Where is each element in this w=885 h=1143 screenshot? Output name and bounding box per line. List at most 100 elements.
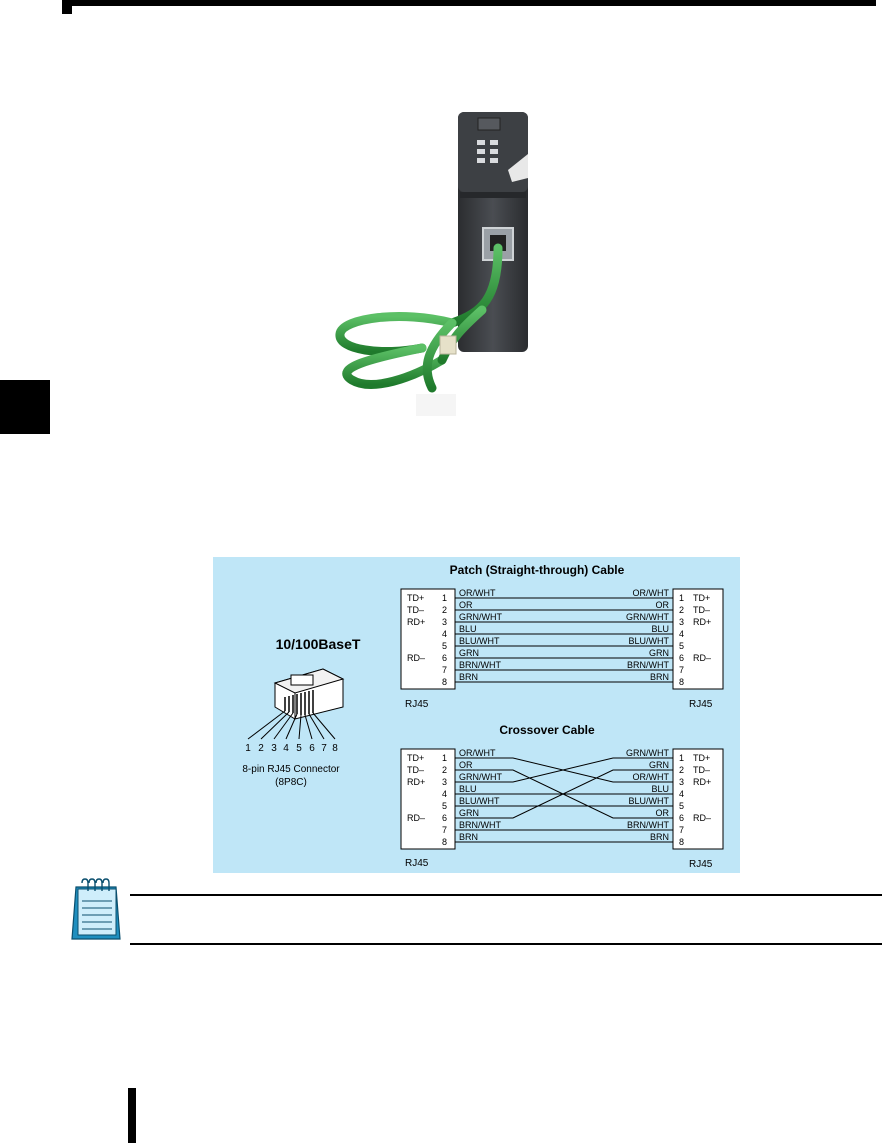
left-wire-label: BLU bbox=[459, 784, 477, 794]
right-signal-label: RD– bbox=[693, 653, 711, 663]
crossover-cable-title: Crossover Cable bbox=[499, 723, 595, 737]
right-pin-number: 2 bbox=[679, 605, 684, 615]
left-wire-label: BRN bbox=[459, 672, 478, 682]
left-signal-label: TD– bbox=[407, 605, 424, 615]
connector-pin-label: 5 bbox=[296, 743, 302, 754]
connector-pin-leads bbox=[247, 710, 336, 740]
crossover-right-rj45-label: RJ45 bbox=[689, 859, 713, 870]
left-pin-number: 5 bbox=[442, 641, 447, 651]
right-wire-label: OR bbox=[656, 808, 670, 818]
left-pin-number: 5 bbox=[442, 801, 447, 811]
right-signal-label: RD+ bbox=[693, 777, 711, 787]
left-signal-label: RD– bbox=[407, 653, 425, 663]
right-wire-label: GRN/WHT bbox=[626, 612, 669, 622]
right-wire-label: OR bbox=[656, 600, 670, 610]
module-with-cable-photo bbox=[335, 112, 528, 416]
left-pin-number: 6 bbox=[442, 653, 447, 663]
connector-pin-label: 7 bbox=[321, 743, 327, 754]
right-wire-label: BLU bbox=[651, 784, 669, 794]
right-signal-label: TD+ bbox=[693, 753, 710, 763]
left-pin-number: 7 bbox=[442, 825, 447, 835]
connector-pin-label: 1 bbox=[245, 743, 251, 754]
left-pin-number: 1 bbox=[442, 753, 447, 763]
right-wire-label: BRN bbox=[650, 832, 669, 842]
connector-caption: 8-pin RJ45 Connector bbox=[242, 764, 340, 775]
header-rule bbox=[62, 0, 876, 6]
crossover-left-rj45-label: RJ45 bbox=[405, 858, 429, 869]
right-wire-label: BLU bbox=[651, 624, 669, 634]
right-wire-label: BRN bbox=[650, 672, 669, 682]
left-signal-label: RD– bbox=[407, 813, 425, 823]
right-signal-label: TD– bbox=[693, 765, 710, 775]
right-wire-label: BLU/WHT bbox=[629, 796, 670, 806]
right-signal-label: RD+ bbox=[693, 617, 711, 627]
left-wire-label: OR/WHT bbox=[459, 588, 496, 598]
left-pin-number: 2 bbox=[442, 765, 447, 775]
crossover-right-connector bbox=[672, 748, 724, 850]
connector-pin-label: 4 bbox=[283, 743, 289, 754]
left-wire-label: GRN bbox=[459, 648, 479, 658]
left-pin-number: 7 bbox=[442, 665, 447, 675]
connector-pin-label: 3 bbox=[271, 743, 277, 754]
left-pin-number: 3 bbox=[442, 777, 447, 787]
right-pin-number: 6 bbox=[679, 813, 684, 823]
left-pin-number: 3 bbox=[442, 617, 447, 627]
left-wire-label: OR bbox=[459, 600, 473, 610]
right-wire-label: BRN/WHT bbox=[627, 660, 669, 670]
patch-left-rj45-label: RJ45 bbox=[405, 699, 429, 710]
left-wire-label: OR/WHT bbox=[459, 748, 496, 758]
right-pin-number: 3 bbox=[679, 617, 684, 627]
right-wire-label: GRN/WHT bbox=[626, 748, 669, 758]
patch-right-rj45-label: RJ45 bbox=[689, 699, 713, 710]
left-wire-label: GRN bbox=[459, 808, 479, 818]
left-pin-number: 6 bbox=[442, 813, 447, 823]
right-wire-label: BRN/WHT bbox=[627, 820, 669, 830]
left-wire-label: BLU/WHT bbox=[459, 796, 500, 806]
right-wire-label: GRN bbox=[649, 760, 669, 770]
left-pin-number: 8 bbox=[442, 837, 447, 847]
patch-left-connector bbox=[400, 588, 456, 690]
right-pin-number: 1 bbox=[679, 593, 684, 603]
header-rule-tab bbox=[62, 0, 72, 14]
left-wire-label: BRN bbox=[459, 832, 478, 842]
right-pin-number: 7 bbox=[679, 825, 684, 835]
connector-caption: (8P8C) bbox=[275, 777, 307, 788]
footer-bar bbox=[128, 1088, 136, 1143]
left-signal-label: TD+ bbox=[407, 593, 424, 603]
right-pin-number: 1 bbox=[679, 753, 684, 763]
note-top-rule bbox=[130, 894, 882, 896]
left-wire-label: GRN/WHT bbox=[459, 772, 502, 782]
notepad-icon bbox=[71, 878, 121, 940]
left-signal-label: TD+ bbox=[407, 753, 424, 763]
left-pin-number: 1 bbox=[442, 593, 447, 603]
left-wire-label: OR bbox=[459, 760, 473, 770]
right-pin-number: 3 bbox=[679, 777, 684, 787]
left-signal-label: RD+ bbox=[407, 777, 425, 787]
connector-title: 10/100BaseT bbox=[276, 636, 361, 652]
left-signal-label: TD– bbox=[407, 765, 424, 775]
right-signal-label: RD– bbox=[693, 813, 711, 823]
right-signal-label: TD+ bbox=[693, 593, 710, 603]
note-bottom-rule bbox=[130, 943, 882, 945]
crossover-wire bbox=[455, 757, 673, 783]
right-pin-number: 4 bbox=[679, 629, 684, 639]
left-pin-number: 8 bbox=[442, 677, 447, 687]
right-wire-label: GRN bbox=[649, 648, 669, 658]
right-pin-number: 4 bbox=[679, 789, 684, 799]
rj45-plug-icon bbox=[273, 668, 345, 720]
right-wire-label: OR/WHT bbox=[633, 772, 670, 782]
right-pin-number: 8 bbox=[679, 677, 684, 687]
left-pin-number: 4 bbox=[442, 789, 447, 799]
right-pin-number: 2 bbox=[679, 765, 684, 775]
chapter-thumb-tab bbox=[0, 380, 50, 434]
right-wire-label: BLU/WHT bbox=[629, 636, 670, 646]
left-signal-label: RD+ bbox=[407, 617, 425, 627]
patch-right-connector bbox=[672, 588, 724, 690]
right-pin-number: 6 bbox=[679, 653, 684, 663]
right-pin-number: 5 bbox=[679, 641, 684, 651]
crossover-left-connector bbox=[400, 748, 456, 850]
right-pin-number: 8 bbox=[679, 837, 684, 847]
connector-pin-label: 2 bbox=[258, 743, 264, 754]
left-wire-label: BLU bbox=[459, 624, 477, 634]
crossover-wire bbox=[455, 769, 673, 819]
